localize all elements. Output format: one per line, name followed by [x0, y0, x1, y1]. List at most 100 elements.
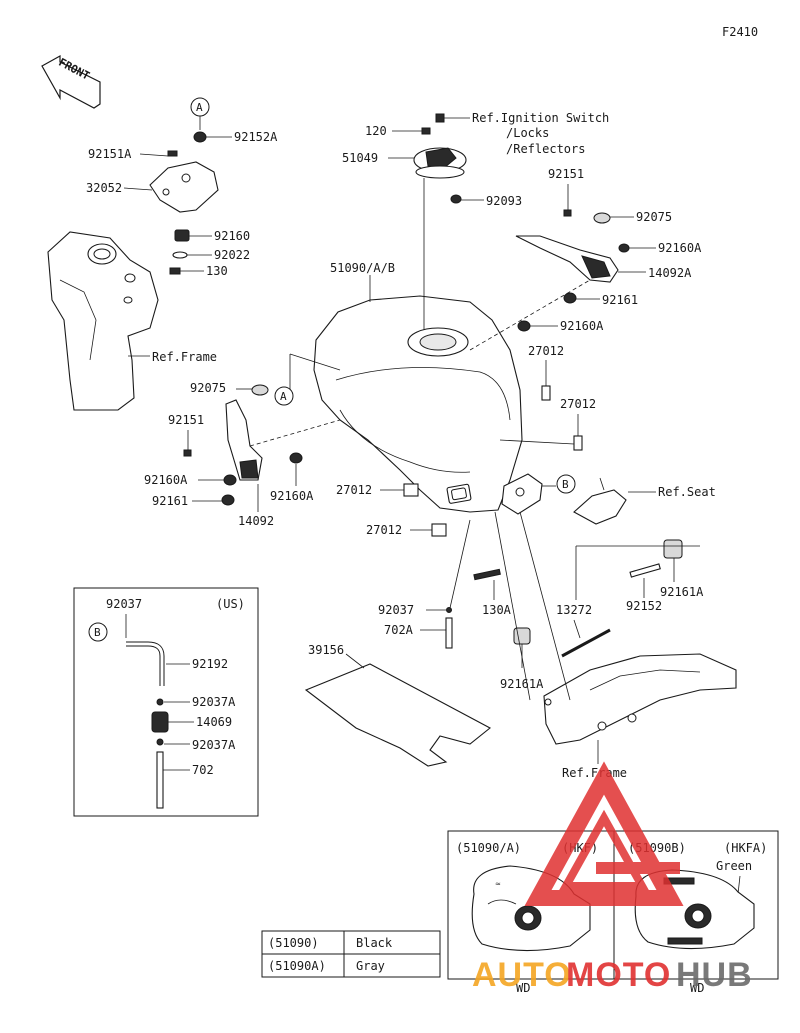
label-92151A: 92151A — [88, 147, 132, 161]
bracket-32052 — [149, 161, 219, 213]
clip-92037A-1 — [156, 698, 164, 706]
grommet-92161-l — [221, 494, 235, 506]
clip-92037A-2 — [156, 738, 164, 746]
label-27012-a: 27012 — [528, 344, 564, 358]
label-51049: 51049 — [342, 151, 378, 165]
label-92161-l: 92161 — [152, 494, 188, 508]
label-92093: 92093 — [486, 194, 522, 208]
svg-text:AUTO: AUTO — [472, 956, 572, 994]
label-92160A-r: 92160A — [658, 241, 702, 255]
label-27012-d: 27012 — [366, 523, 402, 537]
svg-text:≈: ≈ — [495, 880, 501, 888]
label-92152: 92152 — [626, 599, 662, 613]
label-130A: 130A — [482, 603, 512, 617]
grommet-92152A — [193, 131, 207, 143]
color-table — [261, 930, 441, 978]
pad-27012-a — [541, 385, 551, 401]
callout-b-main — [556, 474, 576, 494]
label-ref-frame-1: Ref.Frame — [152, 350, 217, 364]
label-ref-ignition-3: /Reflectors — [506, 142, 585, 156]
table-color-1: Gray — [356, 959, 385, 973]
label-702A: 702A — [384, 623, 414, 637]
pin-92152 — [629, 563, 661, 578]
damper-92161A-l — [513, 627, 531, 645]
pad-39156 — [304, 663, 491, 767]
hkfa-color: Green — [716, 859, 752, 873]
label-ref-ignition-1: Ref.Ignition Switch — [472, 111, 609, 125]
seat-lock-bracket — [573, 489, 627, 525]
watermark-logo — [524, 761, 684, 906]
cap-92075-r — [593, 212, 611, 224]
callout-b-us — [88, 622, 108, 642]
damper-92160A-l2 — [289, 452, 303, 464]
fuel-tank-51090 — [313, 295, 523, 513]
callout-a-left — [274, 386, 294, 406]
label-13272: 13272 — [556, 603, 592, 617]
label-92075-l: 92075 — [190, 381, 226, 395]
label-92161A-l: 92161A — [500, 677, 544, 691]
label-92160A-l2: 92160A — [270, 489, 314, 503]
us-label-92037A-2: 92037A — [192, 738, 236, 752]
cap-92075-l — [251, 384, 269, 396]
hose-702 — [156, 751, 164, 809]
figure-code: F2410 — [722, 25, 758, 39]
us-variant-box — [73, 587, 259, 817]
damper-92160A-mid — [517, 320, 531, 332]
seal-92093 — [450, 194, 462, 204]
pad-27012-b — [573, 435, 583, 451]
pin-ignition — [435, 113, 445, 123]
label-92022: 92022 — [214, 248, 250, 262]
hkfa-market: (HKFA) — [724, 841, 767, 855]
svg-text:HUB: HUB — [676, 956, 753, 994]
label-51090: 51090/A/B — [330, 261, 395, 275]
label-92037: 92037 — [378, 603, 414, 617]
table-code-1: (51090A) — [268, 959, 326, 973]
frame-front-section — [47, 231, 159, 411]
front-arrow-icon: FRONT — [41, 54, 101, 109]
label-32052: 32052 — [86, 181, 122, 195]
hkfa-wd: WD — [690, 981, 704, 995]
label-ref-seat: Ref.Seat — [658, 485, 716, 499]
us-label-92037: 92037 — [106, 597, 142, 611]
label-92075-r: 92075 — [636, 210, 672, 224]
bolt-92151A — [167, 150, 178, 157]
callout-b-us-label: B — [94, 626, 101, 639]
pad-27012-d — [431, 523, 447, 537]
damper-92161A-r — [663, 539, 683, 559]
rod-13272 — [561, 628, 611, 658]
label-130: 130 — [206, 264, 228, 278]
bolt-130 — [169, 267, 181, 275]
label-92151-r: 92151 — [548, 167, 584, 181]
label-ref-ignition-2: /Locks — [506, 126, 549, 140]
label-92160A-l: 92160A — [144, 473, 188, 487]
frame-rear-section — [543, 653, 737, 745]
label-92160A-mid: 92160A — [560, 319, 604, 333]
watermark-text: AUTO MOTO HUB — [472, 956, 753, 994]
bolt-130A — [473, 568, 501, 581]
pad-27012-c — [403, 483, 419, 497]
hose-92192-outer — [126, 641, 165, 686]
label-ref-frame-2: Ref.Frame — [562, 766, 627, 780]
screw-120 — [421, 127, 431, 135]
valve-14069 — [151, 711, 169, 733]
hkf-code: (51090/A) — [456, 841, 521, 855]
label-27012-c: 27012 — [336, 483, 372, 497]
hkf-wd: WD — [516, 981, 530, 995]
callout-a-left-label: A — [280, 390, 287, 403]
grommet-92161-r — [563, 292, 577, 304]
us-label-14069: 14069 — [196, 715, 232, 729]
tank-top-hkf: ≈ — [471, 865, 591, 952]
label-27012-b: 27012 — [560, 397, 596, 411]
us-label-702: 702 — [192, 763, 214, 777]
damper-92160A-r — [618, 243, 630, 253]
us-label-92192: 92192 — [192, 657, 228, 671]
label-14092A: 14092A — [648, 266, 692, 280]
label-92151-l: 92151 — [168, 413, 204, 427]
us-region: (US) — [216, 597, 245, 611]
table-color-0: Black — [356, 936, 393, 950]
label-92161-r: 92161 — [602, 293, 638, 307]
callout-b-main-label: B — [562, 478, 569, 491]
bolt-92151-l — [183, 449, 192, 457]
label-92161A-r: 92161A — [660, 585, 704, 599]
